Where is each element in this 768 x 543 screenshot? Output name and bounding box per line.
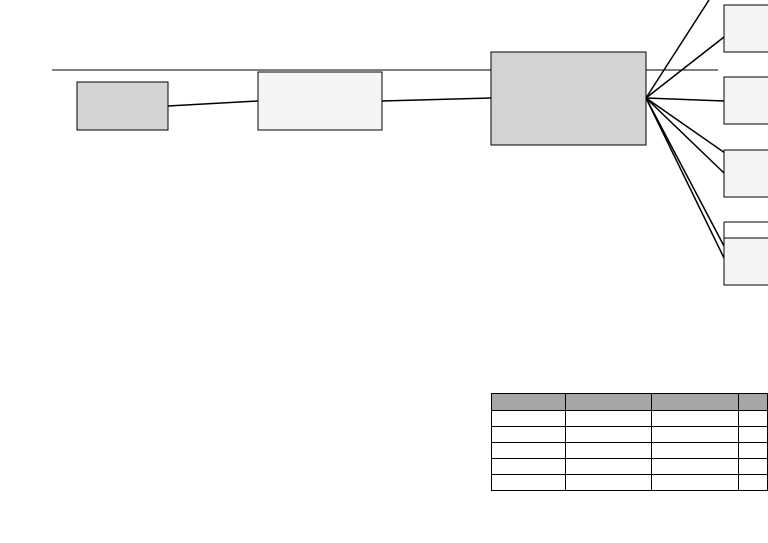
table-cell (651, 474, 740, 491)
box-target-2-rect (723, 76, 768, 125)
table-row (490, 458, 768, 475)
table-cell (565, 442, 653, 459)
table-cell (651, 458, 740, 475)
box-target-1 (723, 4, 768, 53)
table-header-cell-2 (565, 393, 653, 411)
box-hub (490, 51, 647, 146)
table-cell (490, 410, 567, 427)
table-row (490, 442, 768, 459)
box-target-1-rect (723, 4, 768, 53)
connector-hub-target-1 (645, 36, 725, 99)
box-target-4 (723, 237, 768, 286)
box-hub-rect (490, 51, 647, 146)
table-cell (565, 410, 653, 427)
table-cell (738, 474, 768, 491)
table-header-cell-4 (738, 393, 768, 411)
data-table (490, 393, 768, 491)
table-cell (490, 458, 567, 475)
table-cell (565, 458, 653, 475)
box-source-rect (76, 81, 169, 131)
table-header-cell-3 (651, 393, 740, 411)
table-cell (651, 442, 740, 459)
connector-source-middle (167, 100, 259, 107)
table-header-row (490, 393, 768, 411)
connector-extra-1 (645, 0, 710, 99)
table-header-cell-1 (490, 393, 567, 411)
connector-hub-target-4 (645, 97, 725, 259)
table-body (490, 410, 768, 491)
table-cell (565, 474, 653, 491)
connector-hub-target-2 (645, 97, 725, 102)
box-target-2 (723, 76, 768, 125)
table-cell (565, 426, 653, 443)
box-middle (257, 71, 383, 131)
table-cell (738, 426, 768, 443)
box-group (76, 4, 768, 286)
box-target-3-rect (723, 149, 768, 198)
connector-hub-target-3 (645, 97, 725, 174)
table-row (490, 426, 768, 443)
box-target-3 (723, 149, 768, 198)
table-cell (651, 410, 740, 427)
box-source (76, 81, 169, 131)
connector-extra-3 (645, 97, 725, 247)
table-row (490, 474, 768, 491)
table-row (490, 410, 768, 427)
box-target-4-rect (723, 237, 768, 286)
table-cell (738, 458, 768, 475)
table-cell (490, 474, 567, 491)
table-cell (651, 426, 740, 443)
table-cell (490, 442, 567, 459)
connector-middle-hub (381, 97, 492, 102)
box-middle-rect (257, 71, 383, 131)
table-cell (738, 442, 768, 459)
table-cell (490, 426, 567, 443)
table-cell (738, 410, 768, 427)
